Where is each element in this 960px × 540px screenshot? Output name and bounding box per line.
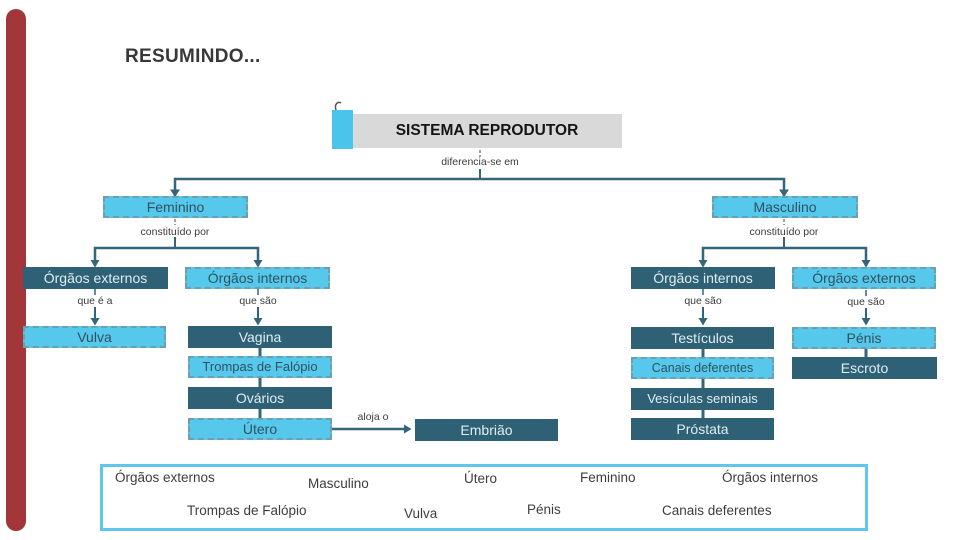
node-masculino: Masculino [712, 196, 858, 218]
slide-title: RESUMINDO... [125, 46, 261, 67]
node-vagina: Vagina [188, 326, 332, 348]
node-canais-deferentes: Canais deferentes [631, 357, 774, 379]
node-penis: Pénis [792, 327, 936, 349]
connector-label-que-sao-masc-ext: que são [847, 296, 885, 308]
node-masc-orgaos-externos: Órgãos externos [792, 267, 936, 289]
node-embriao: Embrião [415, 419, 558, 441]
left-accent-bar [6, 9, 26, 531]
word-bank-item: Pénis [527, 502, 561, 517]
node-sistema-reprodutor: SISTEMA REPRODUTOR [332, 114, 622, 148]
connector-label-aloja-o: aloja o [357, 411, 389, 423]
root-accent-bar [332, 110, 353, 149]
word-bank-item: Trompas de Falópio [187, 503, 307, 518]
node-sistema-reprodutor-label: SISTEMA REPRODUTOR [395, 122, 579, 139]
node-feminino: Feminino [103, 196, 248, 218]
node-prostata: Próstata [631, 418, 774, 440]
connector-label-constituido-fem: constituído por [140, 226, 210, 238]
word-bank-item: Útero [464, 471, 498, 486]
word-bank-item: Vulva [404, 506, 438, 521]
node-escroto: Escroto [792, 357, 937, 379]
word-bank-item: Órgãos externos [115, 470, 215, 485]
word-bank-item: Masculino [308, 476, 369, 491]
word-bank-item: Feminino [580, 470, 636, 485]
node-trompas-de-falopio: Trompas de Falópio [188, 356, 332, 378]
connector-label-diferencia: diferencia-se em [441, 156, 519, 168]
connector-label-que-sao-masc-int: que são [684, 295, 722, 307]
connector-label-constituido-masc: constituído por [749, 226, 819, 238]
node-fem-orgaos-internos: Órgãos internos [185, 267, 330, 289]
node-masc-orgaos-internos: Órgãos internos [631, 267, 775, 289]
connector-label-que-sao-fem: que são [239, 295, 277, 307]
node-testiculos: Testículos [631, 327, 774, 349]
node-fem-orgaos-externos: Órgãos externos [23, 267, 168, 289]
node-vulva: Vulva [23, 326, 166, 348]
node-vesiculas-seminais: Vesículas seminais [631, 388, 774, 410]
connector-label-que-e-a: que é a [77, 295, 113, 307]
node-ovarios: Ovários [188, 387, 332, 409]
node-utero: Útero [188, 418, 332, 440]
word-bank-item: Canais deferentes [662, 503, 772, 518]
word-bank-box [100, 464, 868, 531]
word-bank-item: Órgãos internos [722, 470, 819, 485]
